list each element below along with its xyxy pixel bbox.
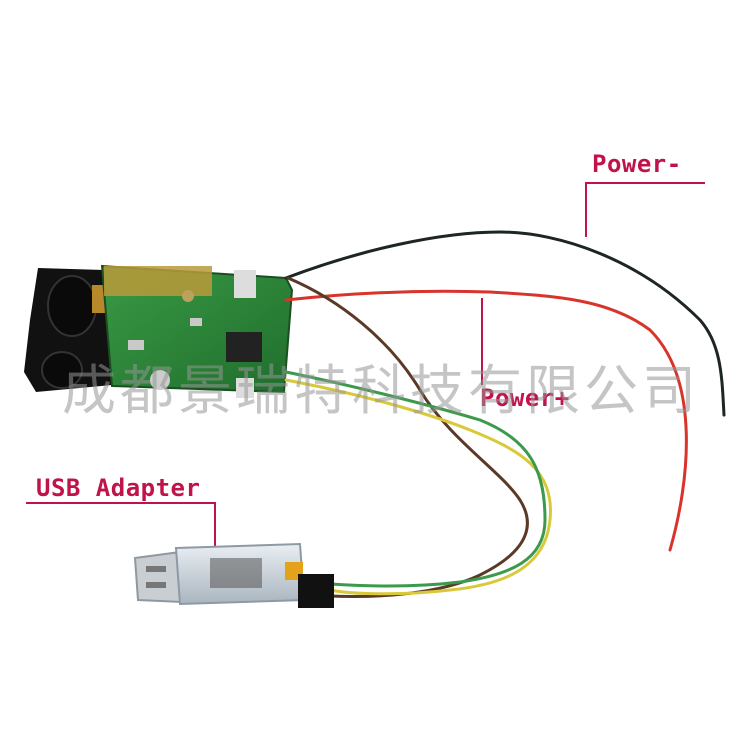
usb-adapter: [133, 542, 334, 608]
power-minus-label: Power-: [592, 150, 682, 178]
wire-yellow: [284, 378, 552, 596]
wires: [284, 230, 726, 598]
wire-black: [284, 230, 726, 417]
wire-red: [284, 289, 688, 552]
usb-adapter-label: USB Adapter: [36, 474, 201, 502]
wire-green: [284, 370, 547, 588]
company-watermark: 成都景瑞特科技有限公司: [62, 359, 700, 422]
pcb-board: [100, 264, 294, 398]
callout-lines: [26, 182, 705, 548]
wire-brown: [286, 276, 529, 598]
power-plus-label: Power+: [480, 384, 570, 412]
